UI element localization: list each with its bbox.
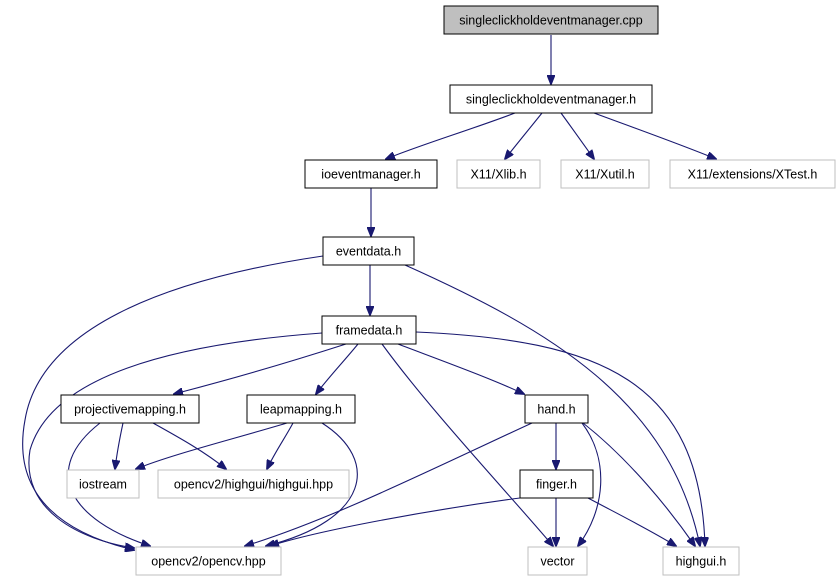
edge-singleclickholdeventmanager-h-to-ioeventmanager-h [386, 112, 516, 159]
edge-eventdata-h-to-opencv-hpp [22, 255, 324, 550]
edge-hand-h-to-vector [578, 422, 602, 546]
node-box [66, 469, 140, 499]
node-label: hand.h [537, 403, 575, 417]
node-box [519, 469, 594, 499]
edge-framedata-h-to-highgui-h [415, 331, 705, 546]
node-box [662, 546, 740, 576]
node-projectivemapping-h[interactable]: projectivemapping.h [60, 394, 200, 424]
edge-eventdata-h-to-highgui-h [404, 264, 700, 546]
node-label: projectivemapping.h [74, 403, 186, 417]
node-box [560, 159, 650, 189]
node-box [304, 159, 438, 189]
node-label: opencv2/opencv.hpp [151, 555, 265, 569]
node-label: ioeventmanager.h [321, 168, 420, 182]
node-label: opencv2/highgui/highgui.hpp [174, 478, 333, 492]
edge-singleclickholdeventmanager-h-to-xutil-h [560, 112, 594, 159]
node-label: eventdata.h [336, 245, 401, 259]
node-label: X11/Xutil.h [575, 168, 635, 182]
node-label: vector [540, 555, 574, 569]
node-opencv-hpp: opencv2/opencv.hpp [135, 546, 282, 576]
node-box [322, 236, 415, 266]
edge-leapmapping-h-to-opencv-hpp [266, 422, 358, 546]
edge-leapmapping-h-to-highgui-highgui-hpp [267, 422, 294, 469]
node-framedata-h[interactable]: framedata.h [321, 315, 417, 345]
node-xlib-h: X11/Xlib.h [456, 159, 541, 189]
node-box [321, 315, 417, 345]
node-vector: vector [527, 546, 588, 576]
edge-singleclickholdeventmanager-h-to-xtest-h [593, 112, 716, 159]
edge-leapmapping-h-to-iostream [136, 422, 288, 469]
node-singleclickholdeventmanager-h[interactable]: singleclickholdeventmanager.h [449, 84, 653, 114]
node-finger-h[interactable]: finger.h [519, 469, 594, 499]
node-singleclickholdeventmanager-cpp[interactable]: singleclickholdeventmanager.cpp [443, 5, 659, 35]
node-label: framedata.h [336, 324, 403, 338]
node-highgui-h: highgui.h [662, 546, 740, 576]
edge-singleclickholdeventmanager-h-to-xlib-h [505, 112, 543, 159]
node-label: iostream [79, 478, 127, 492]
node-box [60, 394, 200, 424]
edge-hand-h-to-opencv-hpp [245, 422, 533, 546]
edge-framedata-h-to-leapmapping-h [316, 343, 359, 394]
node-highgui-highgui-hpp: opencv2/highgui/highgui.hpp [157, 469, 350, 499]
node-label: X11/extensions/XTest.h [688, 168, 818, 182]
node-label: highgui.h [676, 555, 727, 569]
edge-framedata-h-to-hand-h [397, 343, 524, 394]
node-box [135, 546, 282, 576]
node-ioeventmanager-h[interactable]: ioeventmanager.h [304, 159, 438, 189]
node-box [524, 394, 589, 424]
edge-framedata-h-to-opencv-hpp [28, 332, 323, 548]
edge-framedata-h-to-vector [381, 343, 553, 546]
node-box [456, 159, 541, 189]
node-box [157, 469, 350, 499]
node-label: singleclickholdeventmanager.h [466, 93, 636, 107]
edge-hand-h-to-highgui-h [582, 422, 695, 546]
node-leapmapping-h[interactable]: leapmapping.h [246, 394, 356, 424]
node-xtest-h: X11/extensions/XTest.h [669, 159, 836, 189]
node-box [246, 394, 356, 424]
nodes-layer: singleclickholdeventmanager.cpp singlecli… [60, 5, 836, 576]
node-label: finger.h [536, 478, 577, 492]
node-iostream: iostream [66, 469, 140, 499]
node-box [449, 84, 653, 114]
node-label: X11/Xlib.h [470, 168, 526, 182]
edge-finger-h-to-opencv-hpp [270, 497, 521, 546]
node-label: leapmapping.h [260, 403, 342, 417]
edge-framedata-h-to-projectivemapping-h [174, 343, 347, 394]
node-box [527, 546, 588, 576]
node-label: singleclickholdeventmanager.cpp [459, 14, 642, 28]
node-eventdata-h[interactable]: eventdata.h [322, 236, 415, 266]
edge-projectivemapping-h-to-iostream [115, 422, 124, 469]
edge-finger-h-to-highgui-h [587, 497, 676, 546]
node-box [669, 159, 836, 189]
node-hand-h[interactable]: hand.h [524, 394, 589, 424]
node-box [443, 5, 659, 35]
edge-projectivemapping-h-to-highgui-highgui-hpp [152, 422, 226, 469]
node-xutil-h: X11/Xutil.h [560, 159, 650, 189]
